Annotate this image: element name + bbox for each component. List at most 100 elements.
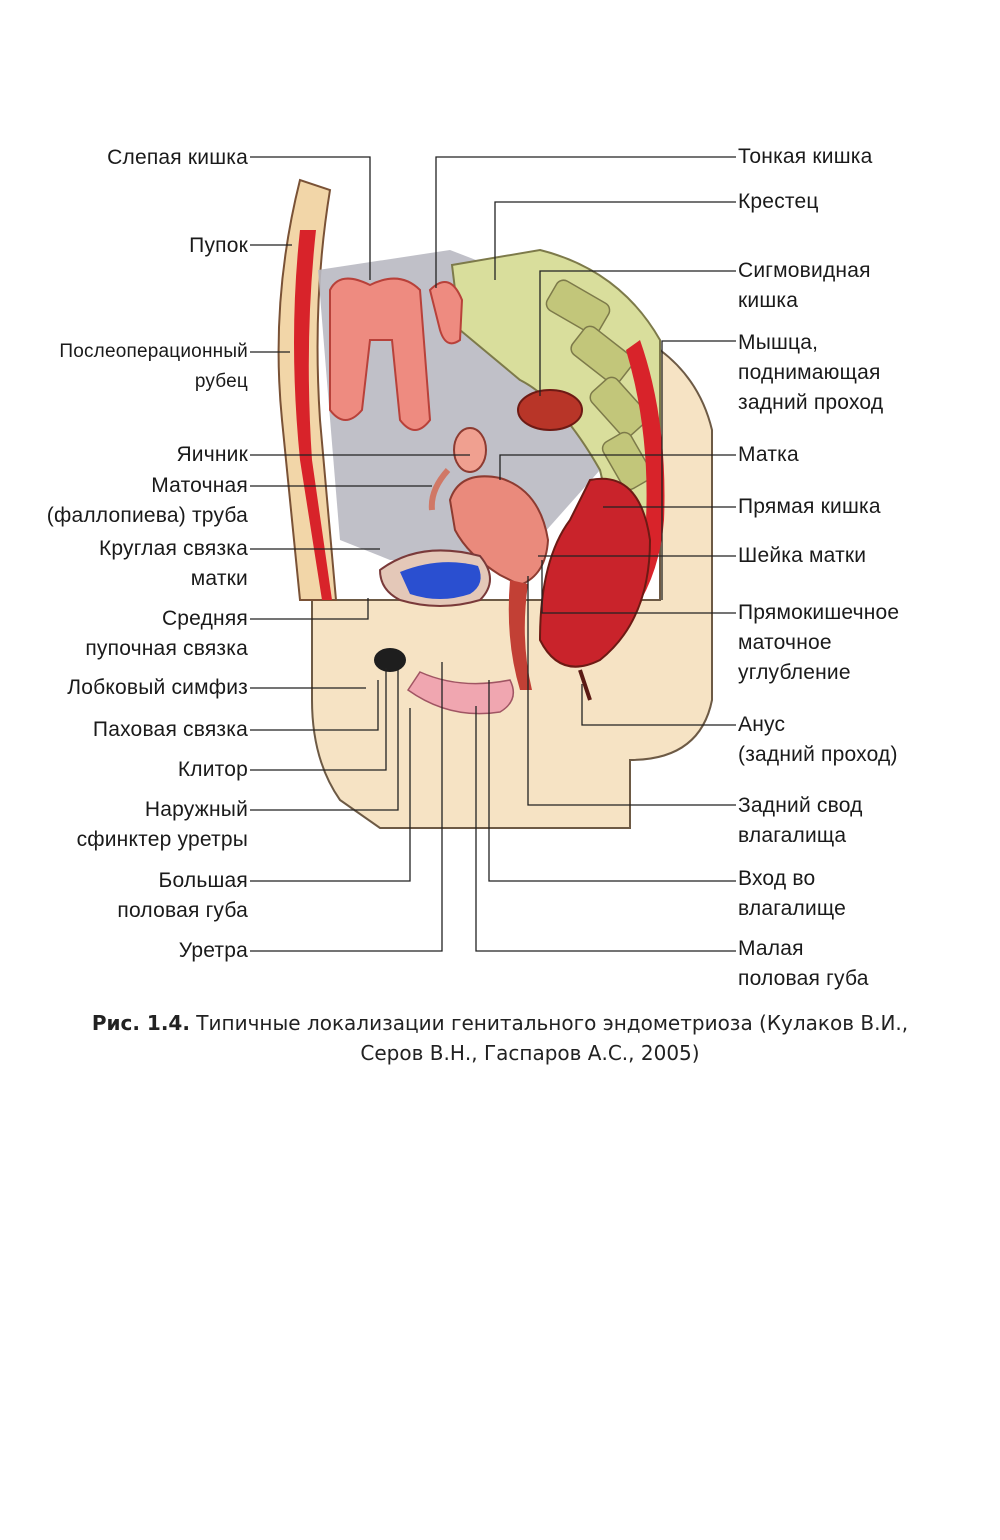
label-line: Крестец: [738, 190, 819, 213]
label-clitoris: Клитор: [178, 755, 248, 785]
label-line: Пупок: [189, 234, 248, 257]
label-line: Матка: [738, 443, 799, 466]
leader-pouch: [541, 560, 736, 614]
anatomy-figure: Слепая кишка Пупок Послеоперационный рубе…: [47, 142, 899, 994]
label-sphincter: Наружный сфинктер уретры: [77, 795, 248, 855]
label-small-int: Тонкая кишка: [738, 142, 873, 172]
label-line: Круглая связка: [98, 537, 248, 560]
label-line: Тонкая кишка: [738, 145, 873, 168]
label-line: Наружный: [144, 798, 248, 821]
leader-vagina-ent: [488, 680, 736, 882]
label-line: пупочная связка: [85, 637, 248, 660]
label-anus: Анус (задний проход): [738, 710, 898, 770]
label-scar: Послеоперационный рубец: [59, 337, 248, 397]
label-line: матки: [190, 567, 248, 590]
label-line: (фаллопиева) труба: [46, 504, 248, 527]
label-round-lig: Круглая связка матки: [99, 534, 248, 594]
label-tube: Маточная (фаллопиева) труба: [47, 471, 248, 531]
label-line: Большая: [158, 869, 248, 892]
label-line: Средняя: [161, 607, 248, 630]
caption-text-line2: Серов В.Н., Гаспаров А.С., 2005): [360, 1041, 700, 1065]
leader-sacrum: [494, 201, 736, 280]
leader-labia-maj: [250, 708, 411, 882]
leader-ing-lig: [250, 680, 379, 731]
label-line: (задний проход): [738, 743, 898, 766]
label-sigmoid: Сигмовидная кишка: [738, 256, 871, 316]
label-urethra: Уретра: [179, 936, 248, 966]
figure-number: Рис. 1.4.: [91, 1011, 190, 1035]
label-pouch: Прямокишечное маточное углубление: [738, 598, 899, 688]
label-line: половая губа: [117, 899, 248, 922]
label-line: маточное: [738, 631, 832, 654]
figure-caption: Рис. 1.4. Типичные локализации генитальн…: [0, 1008, 1000, 1068]
label-line: Шейка матки: [738, 544, 867, 567]
vertebrae: [545, 279, 653, 491]
sigmoid-colon: [517, 389, 583, 431]
label-line: Сигмовидная: [738, 259, 871, 282]
label-line: половая губа: [738, 967, 869, 990]
label-line: Клитор: [177, 758, 248, 781]
label-levator: Мышца, поднимающая задний проход: [738, 328, 883, 418]
label-labia-min: Малая половая губа: [738, 934, 869, 994]
label-line: задний проход: [738, 391, 884, 414]
label-line: Яичник: [176, 443, 248, 466]
leader-small-int: [435, 156, 736, 288]
label-line: Анус: [738, 713, 786, 736]
leader-urethra: [250, 662, 443, 952]
label-line: Маточная: [151, 474, 248, 497]
small-intestine: [329, 277, 432, 431]
label-line: Слепая кишка: [107, 146, 248, 169]
label-ovary: Яичник: [176, 440, 248, 470]
label-line: Послеоперационный: [59, 341, 248, 362]
label-line: Малая: [738, 937, 804, 960]
leader-umb-lig: [250, 598, 369, 620]
leader-cecum: [250, 156, 371, 280]
small-intestine-loop: [428, 281, 464, 345]
leader-sphincter: [250, 670, 399, 811]
label-line: Вход во: [738, 867, 816, 890]
label-line: Уретра: [178, 939, 248, 962]
label-uterus: Матка: [738, 440, 799, 470]
fallopian-tube: [428, 467, 451, 511]
bladder-lumen: [400, 562, 481, 599]
leader-uterus: [499, 454, 736, 480]
label-navel: Пупок: [189, 231, 248, 261]
pelvis-sagittal-illustration: [277, 178, 713, 829]
leader-lines: [250, 156, 736, 952]
body-skin: [311, 347, 713, 829]
label-umb-lig: Средняя пупочная связка: [85, 604, 248, 664]
label-line: рубец: [194, 371, 248, 392]
anus: [578, 669, 592, 701]
label-line: углубление: [738, 661, 851, 684]
leader-fornix: [527, 576, 736, 806]
leader-sigmoid: [539, 270, 736, 396]
label-symphysis: Лобковый симфиз: [67, 673, 248, 703]
leader-anus: [581, 684, 736, 726]
label-line: влагалище: [738, 897, 846, 920]
label-ing-lig: Паховая связка: [93, 715, 248, 745]
ovary: [453, 427, 487, 473]
leader-clitoris: [250, 668, 387, 771]
label-line: Мышца,: [738, 331, 819, 354]
label-line: поднимающая: [738, 361, 881, 384]
label-line: Паховая связка: [92, 718, 248, 741]
label-cervix: Шейка матки: [738, 541, 866, 571]
label-rectum: Прямая кишка: [738, 492, 881, 522]
leader-labia-min: [475, 706, 736, 952]
pubic-symphysis: [374, 648, 406, 672]
label-cecum: Слепая кишка: [107, 143, 248, 173]
label-line: сфинктер уретры: [76, 828, 248, 851]
label-line: кишка: [738, 289, 799, 312]
caption-text-line1: Типичные локализации генитального эндоме…: [189, 1011, 909, 1035]
rectus-muscle: [294, 230, 332, 600]
label-line: влагалища: [738, 824, 847, 847]
label-line: Прямая кишка: [738, 495, 881, 518]
vaginal-canal: [508, 580, 532, 690]
leader-levator: [661, 340, 736, 600]
label-fornix: Задний свод влагалища: [738, 791, 863, 851]
label-line: Прямокишечное: [738, 601, 900, 624]
label-sacrum: Крестец: [738, 187, 819, 217]
label-labia-maj: Большая половая губа: [117, 866, 248, 926]
labia: [406, 671, 515, 715]
label-line: Задний свод: [738, 794, 863, 817]
